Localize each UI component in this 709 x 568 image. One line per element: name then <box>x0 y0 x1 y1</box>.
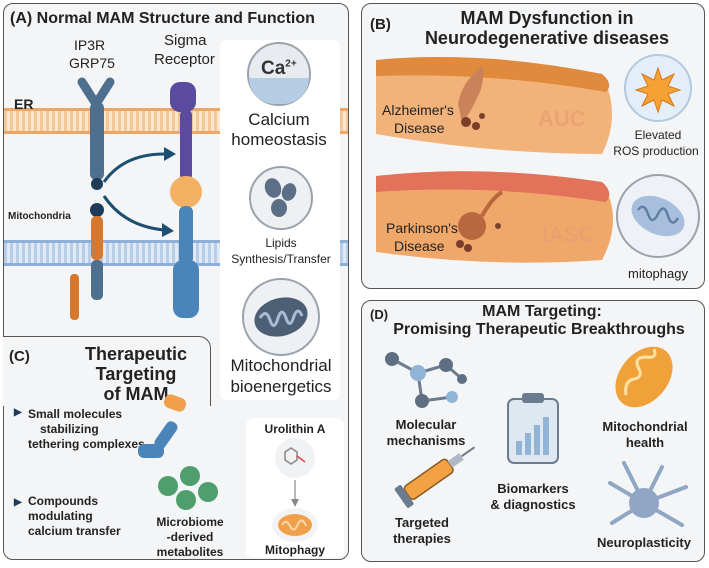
panel-c-title-3: of MAM <box>103 384 169 404</box>
sigma-label: Sigma <box>164 32 207 49</box>
microbiome-label-2: -derived <box>166 530 214 544</box>
er-label: ER <box>14 96 34 112</box>
svg-text:IASC: IASC <box>542 222 595 247</box>
transfer-arrows <box>102 147 176 237</box>
urolithin-label: Urolithin A <box>264 422 326 436</box>
mitochondrion-health-icon <box>615 346 673 408</box>
panel-c-title-1: Therapeutic <box>84 344 188 364</box>
receptor-label: Receptor <box>154 51 215 68</box>
bioenergetics-circle <box>242 278 320 356</box>
panel-a: (A) Normal MAM Structure and Function ER… <box>3 3 349 560</box>
mitophagy-label-c: Mitophagy <box>265 543 325 557</box>
panel-c <box>3 336 211 406</box>
lipids-label: Lipids <box>265 236 297 250</box>
bioenergetics-label-2: bioenergetics <box>230 377 332 396</box>
neuron-icon <box>608 461 688 527</box>
mitochondrion-blue-icon <box>631 195 685 237</box>
svg-text:AUC: AUC <box>538 106 586 131</box>
panel-c-title-2: Targeting <box>95 364 177 384</box>
panel-a-title: (A) Normal MAM Structure and Function <box>10 10 315 27</box>
alzheimers-label-1: Alzheimer's <box>382 102 454 118</box>
panel-b-title-1: MAM Dysfunction in <box>460 8 634 28</box>
neuroplasticity-label: Neuroplasticity <box>597 535 691 550</box>
ros-circle <box>624 54 692 122</box>
ip3r-grp75-complex-icon <box>70 77 115 320</box>
panel-d-title-2: Promising Therapeutic Breakthroughs <box>393 321 685 338</box>
grp75-label: GRP75 <box>69 55 115 71</box>
ros-label-1: Elevated <box>634 128 682 142</box>
molecular-label-1: Molecular <box>395 417 457 432</box>
small-molecules-label: Small molecules <box>28 407 123 421</box>
mito-health-label-1: Mitochondrial <box>602 419 688 434</box>
parkinsons-label-1: Parkinson's <box>386 220 458 236</box>
modulating-label: modulating <box>28 509 93 523</box>
molecular-label-2: mechanisms <box>386 433 466 448</box>
homeostasis-label: homeostasis <box>231 130 327 149</box>
panel-d-title-1: MAM Targeting: <box>482 303 602 320</box>
calcium-transfer-label: calcium transfer <box>28 524 121 538</box>
bullet-1-icon: ▶ <box>14 407 22 418</box>
targeted-label-2: therapies <box>393 531 451 546</box>
bioenergetics-label-1: Mitochondrial <box>230 356 332 375</box>
panel-b: (B) MAM Dysfunction in Neurodegenerative… <box>361 3 705 289</box>
mitochondria-label: Mitochondria <box>8 211 71 222</box>
stabilizing-label: stabilizing <box>40 422 99 436</box>
microbiome-label-3: metabolites <box>156 545 224 559</box>
lipid-droplets-icon <box>264 178 297 217</box>
calcium-icon: Ca2+ <box>261 58 297 79</box>
mitophagy-circle-c <box>272 508 318 542</box>
bullet-2-icon: ▶ <box>14 497 22 508</box>
microbiome-label-1: Microbiome <box>156 515 224 529</box>
sigma-receptor-icon <box>170 82 202 318</box>
panel-b-title-2: Neurodegenerative diseases <box>424 28 670 48</box>
ip3r-label: IP3R <box>74 37 106 53</box>
alzheimers-neuron-icon: AUC <box>376 57 612 154</box>
ros-label-2: ROS production <box>613 144 699 158</box>
ros-burst-icon <box>634 66 682 114</box>
panel-c-tag: (C) <box>9 348 30 365</box>
parkinsons-label-2: Disease <box>394 238 445 254</box>
panel-b-tag: (B) <box>370 16 391 33</box>
molecule-network-icon <box>385 352 467 408</box>
mitochondrion-icon <box>254 297 308 337</box>
alzheimers-label-2: Disease <box>394 120 445 136</box>
lipid-synthesis-label: Synthesis/Transfer <box>231 252 331 266</box>
mito-health-label-2: health <box>625 435 665 450</box>
tethering-label: tethering complexes <box>28 437 145 451</box>
panel-d-tag: (D) <box>370 307 389 322</box>
parkinsons-neuron-icon: IASC <box>376 171 613 263</box>
lipids-circle <box>249 166 313 230</box>
mitophagy-label-b: mitophagy <box>628 266 688 281</box>
biomarkers-label-2: & diagnostics <box>490 497 576 512</box>
panel-d: (D) MAM Targeting: Promising Therapeutic… <box>361 300 705 562</box>
targeted-label-1: Targeted <box>395 515 449 530</box>
clipboard-chart-icon <box>507 393 559 464</box>
calcium-label: Calcium <box>248 110 310 129</box>
compounds-label: Compounds <box>28 494 98 508</box>
syringe-icon <box>394 446 476 508</box>
mitophagy-circle-b <box>616 174 700 258</box>
biomarkers-label-1: Biomarkers <box>497 481 569 496</box>
mitochondrion-orange-icon <box>278 514 312 536</box>
